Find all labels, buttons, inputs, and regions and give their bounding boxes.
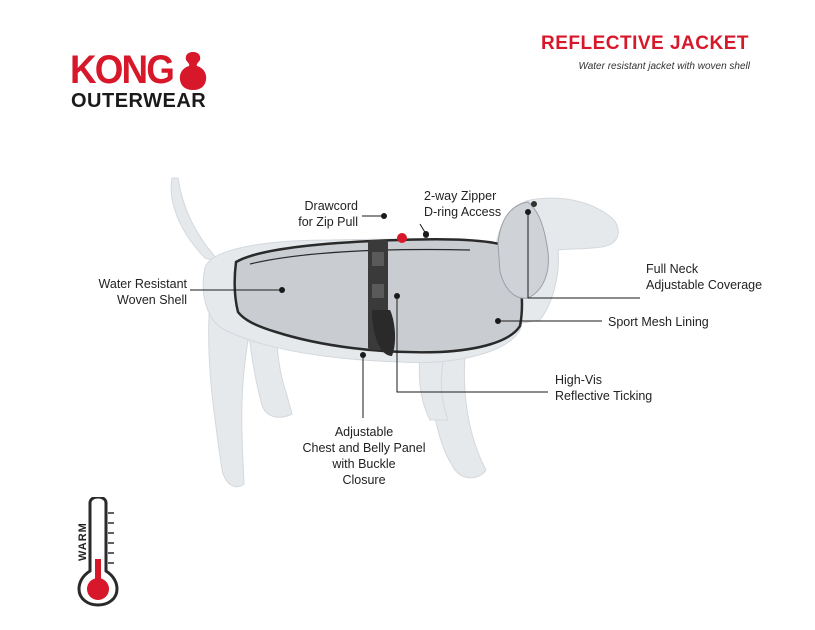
product-title: REFLECTIVE JACKET bbox=[540, 33, 749, 54]
kong-logo-icon bbox=[179, 52, 207, 90]
callout-drawcord: Drawcord for Zip Pull bbox=[298, 198, 358, 230]
reflective-jacket bbox=[233, 201, 549, 356]
product-subtitle: Water resistant jacket with woven shell bbox=[578, 61, 750, 72]
logo-wordmark: KONG bbox=[70, 48, 175, 92]
thermometer-ticks bbox=[108, 512, 114, 564]
callout-line: Closure bbox=[342, 473, 386, 487]
callout-line: D-ring Access bbox=[424, 205, 502, 219]
callout-line: with Buckle bbox=[332, 457, 396, 471]
callout-line: Water Resistant bbox=[98, 277, 187, 291]
callout-line: Reflective Ticking bbox=[555, 389, 653, 403]
leader-lines bbox=[190, 212, 640, 418]
logo-outerwear: OUTERWEAR bbox=[71, 90, 207, 112]
thermometer-icon bbox=[77, 497, 119, 607]
leader-dots bbox=[279, 209, 531, 358]
callout-line: Chest and Belly Panel bbox=[302, 441, 426, 455]
callout-line: Woven Shell bbox=[117, 293, 187, 307]
callout-hivis: High-Vis Reflective Ticking bbox=[555, 372, 652, 404]
callout-panel: Adjustable Chest and Belly Panel with Bu… bbox=[298, 424, 430, 488]
callout-line: 2-way Zipper bbox=[424, 189, 497, 203]
callout-line: for Zip Pull bbox=[298, 215, 358, 229]
kong-logo: KONG OUTERWEAR bbox=[70, 50, 220, 112]
callout-line: Sport Mesh Lining bbox=[608, 315, 709, 329]
callout-line: High-Vis bbox=[555, 373, 603, 387]
thermometer-bulb bbox=[87, 578, 109, 600]
callout-line: Adjustable bbox=[334, 425, 394, 439]
callout-line: Drawcord bbox=[304, 199, 359, 213]
callout-neck: Full Neck Adjustable Coverage bbox=[646, 261, 762, 293]
callout-shell: Water Resistant Woven Shell bbox=[99, 276, 187, 308]
callout-zipper: 2-way Zipper D-ring Access bbox=[424, 188, 501, 220]
callout-line: Adjustable Coverage bbox=[646, 278, 763, 292]
callout-mesh: Sport Mesh Lining bbox=[608, 314, 709, 330]
callout-line: Full Neck bbox=[646, 262, 699, 276]
thermometer-fill bbox=[95, 559, 101, 587]
